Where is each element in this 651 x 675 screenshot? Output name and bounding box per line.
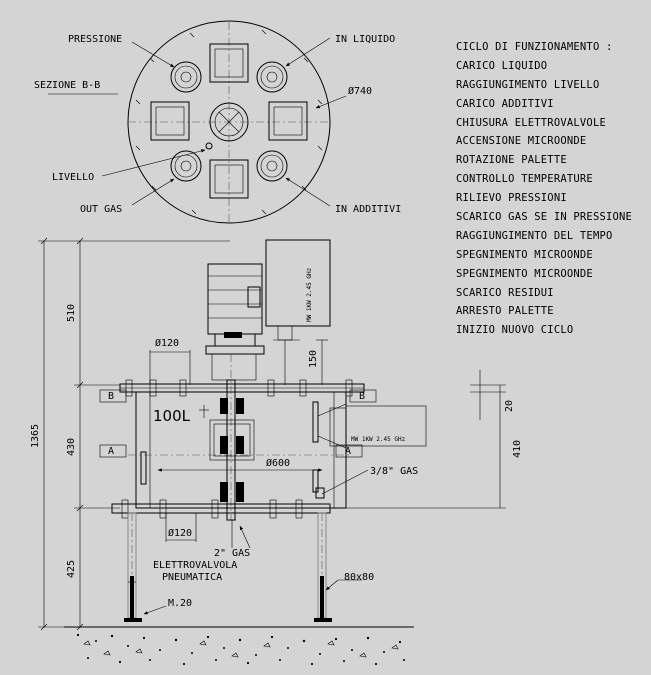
cycle-step: SPEGNIMENTO MICROONDE (456, 248, 593, 261)
dim-425: 425 (66, 560, 77, 578)
square-port-bottom (209, 159, 249, 199)
valve-size: 2" GAS (214, 548, 250, 559)
round-port-out-gas (170, 150, 202, 182)
cycle-step: ARRESTO PALETTE (456, 305, 554, 318)
round-port-in-additivi (256, 150, 288, 182)
square-port-left (150, 101, 190, 141)
svg-text:B: B (359, 391, 365, 402)
cycle-step: CARICO ADDITIVI (456, 97, 554, 110)
perimeter-bolts (135, 29, 323, 215)
central-shaft-port (209, 102, 249, 142)
round-port-pressione (170, 61, 202, 93)
dia-120-top: Ø120 (155, 337, 179, 349)
foot-bolt: M.20 (168, 598, 192, 609)
dim-20: 20 (504, 400, 515, 412)
magnetron-top-box: MW 1KW 2.45 GHz (265, 239, 331, 385)
round-port-in-liquido (256, 61, 288, 93)
cycle-step: SCARICO RESIDUI (456, 286, 554, 299)
section-marker-a-left: A (99, 444, 127, 458)
vessel-body (128, 391, 350, 509)
section-bb-view: SEZIONE B-B PRESSIONE IN LIQUIDO Ø740 LI… (34, 20, 401, 224)
dim-410: 410 (512, 440, 523, 458)
dia-600: Ø600 (266, 457, 290, 469)
cycle-title: CICLO DI FUNZIONAMENTO : (456, 41, 613, 53)
dim-1365: 1365 (30, 424, 41, 448)
svg-text:B: B (108, 391, 114, 402)
square-port-top (209, 43, 249, 83)
valve-label-1: ELETTROVALVOLA (153, 560, 237, 571)
dia-120-bottom: Ø120 (168, 527, 192, 539)
section-marker-b-left: B (99, 389, 127, 403)
svg-text:MW 1KW 2.45 GHz: MW 1KW 2.45 GHz (351, 436, 406, 443)
cycle-step: INIZIO NUOVO CICLO (456, 324, 574, 337)
svg-text:A: A (108, 446, 114, 457)
callout-out-gas: OUT GAS (80, 204, 122, 215)
level-sensor (205, 142, 213, 150)
cycle-step: SCARICO GAS SE IN PRESSIONE (456, 211, 633, 224)
motor (205, 263, 265, 381)
callout-pressione: PRESSIONE (68, 34, 122, 45)
support-legs (124, 512, 332, 622)
section-title: SEZIONE B-B (34, 80, 100, 91)
svg-text:A: A (345, 446, 351, 457)
cycle-step: ACCENSIONE MICROONDE (456, 135, 587, 148)
cycle-steps-list: CICLO DI FUNZIONAMENTO : CARICO LIQUIDO RA… (456, 38, 632, 340)
svg-text:MW 1KW 2.45 GHz: MW 1KW 2.45 GHz (306, 267, 313, 322)
callout-in-additivi: IN ADDITIVI (335, 204, 401, 215)
volume-label: 100L (153, 407, 191, 425)
valve-label-2: PNEUMATICA (162, 572, 222, 583)
bottom-flange (111, 499, 331, 519)
agitator-shaft (209, 354, 255, 521)
dim-150: 150 (308, 350, 319, 368)
dim-510: 510 (66, 304, 77, 322)
cycle-step: CHIUSURA ELETTROVALVOLE (456, 116, 606, 129)
cycle-step: CARICO LIQUIDO (456, 59, 548, 72)
cycle-step: RAGGIUNGIMENTO DEL TEMPO (456, 229, 613, 242)
square-port-right (268, 101, 308, 141)
magnetron-side-box: MW 1KW 2.45 GHz (317, 403, 427, 449)
gas-fitting-label: 3/8" GAS (370, 466, 418, 477)
top-flange (119, 379, 365, 397)
diameter-740: Ø740 (348, 85, 372, 97)
cycle-step: RILIEVO PRESSIONI (456, 192, 567, 205)
elevation-view: 1365 510 430 425 MW 1KW 2.45 GHz 1 (30, 237, 523, 666)
ground (64, 626, 414, 666)
cycle-step: ROTAZIONE PALETTE (456, 154, 567, 167)
cycle-step: SPEGNIMENTO MICROONDE (456, 267, 593, 280)
dim-430: 430 (66, 438, 77, 456)
callout-livello: LIVELLO (52, 172, 94, 183)
section-marker-a-right: A (335, 444, 363, 458)
section-marker-b-right: B (349, 389, 377, 403)
cycle-step: RAGGIUNGIMENTO LIVELLO (456, 78, 600, 91)
cycle-step: CONTROLLO TEMPERATURE (456, 173, 593, 186)
callout-in-liquido: IN LIQUIDO (335, 34, 395, 45)
foot-size: 80x80 (344, 572, 374, 583)
